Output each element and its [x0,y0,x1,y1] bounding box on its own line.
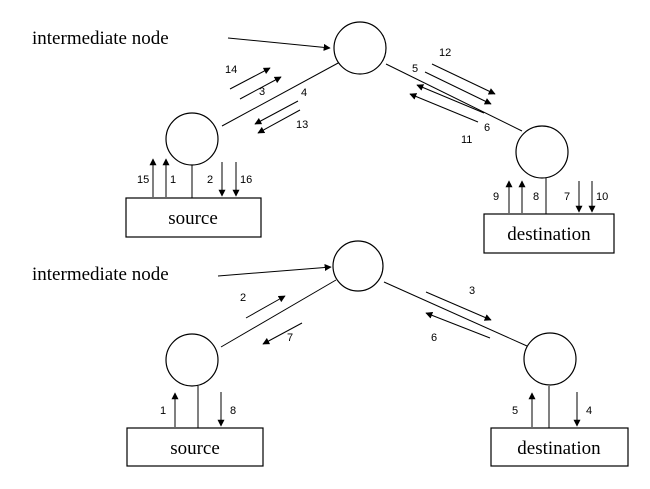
step-label-16: 16 [240,174,252,186]
destination-box [483,213,615,254]
bottom-diagram: intermediate node source destination 2 7… [32,240,629,467]
step-label-2-bottom: 2 [240,292,246,304]
link-left-bottom [220,279,337,348]
step-label-12: 12 [439,47,451,59]
arrow-step-7-bottom [262,322,303,345]
arrow-step-3-bottom [425,291,492,321]
step-label-9: 9 [493,191,499,203]
intermediate-node [333,21,387,75]
step-label-14: 14 [225,64,237,76]
step-label-13: 13 [296,119,308,131]
arrow-step-3 [239,76,282,100]
arrow-step-6-bottom [425,312,491,339]
intermediate-node-bottom [332,240,384,292]
arrow-step-14 [229,67,271,90]
step-label-8: 8 [533,191,539,203]
step-label-4: 4 [301,87,307,99]
step-label-1-bottom: 1 [160,405,166,417]
destination-box-bottom [490,427,629,467]
intermediate-node-annotation-bottom: intermediate node [32,264,169,285]
arrow-step-2-bottom [245,295,286,319]
step-label-6-bottom: 6 [431,332,437,344]
link-right [385,63,523,132]
annotation-pointer-arrow-bottom [217,264,332,277]
destination-side-node [515,125,569,179]
arrow-step-6 [416,84,485,114]
arrow-step-11 [409,93,479,123]
destination-label: destination [507,224,591,245]
arrow-step-13 [257,109,301,134]
top-diagram: intermediate node source destination 14 … [32,21,615,254]
step-label-2: 2 [207,174,213,186]
source-label: source [168,208,218,229]
destination-label-bottom: destination [517,438,601,459]
source-box-bottom [126,427,264,467]
step-label-11: 11 [461,134,472,146]
step-label-5: 5 [412,63,418,75]
arrow-step-4 [254,100,299,125]
link-right-bottom [383,281,528,347]
step-label-15: 15 [137,174,149,186]
step-label-6: 6 [484,122,490,134]
step-label-1: 1 [170,174,176,186]
source-side-node [165,112,219,166]
source-side-node-bottom [165,333,219,387]
intermediate-node-annotation: intermediate node [32,28,169,49]
source-box [125,197,262,238]
annotation-pointer-arrow [227,37,331,51]
step-label-7-bottom: 7 [287,332,293,344]
arrow-step-12 [431,63,496,95]
source-label-bottom: source [170,438,220,459]
step-label-4-bottom: 4 [586,405,592,417]
arrow-step-5 [424,71,492,105]
link-left [221,61,341,127]
step-label-3: 3 [259,86,265,98]
step-label-8-bottom: 8 [230,405,236,417]
step-label-10: 10 [596,191,608,203]
destination-side-node-bottom [523,332,577,386]
step-label-5-bottom: 5 [512,405,518,417]
step-label-7: 7 [564,191,570,203]
step-label-3-bottom: 3 [469,285,475,297]
